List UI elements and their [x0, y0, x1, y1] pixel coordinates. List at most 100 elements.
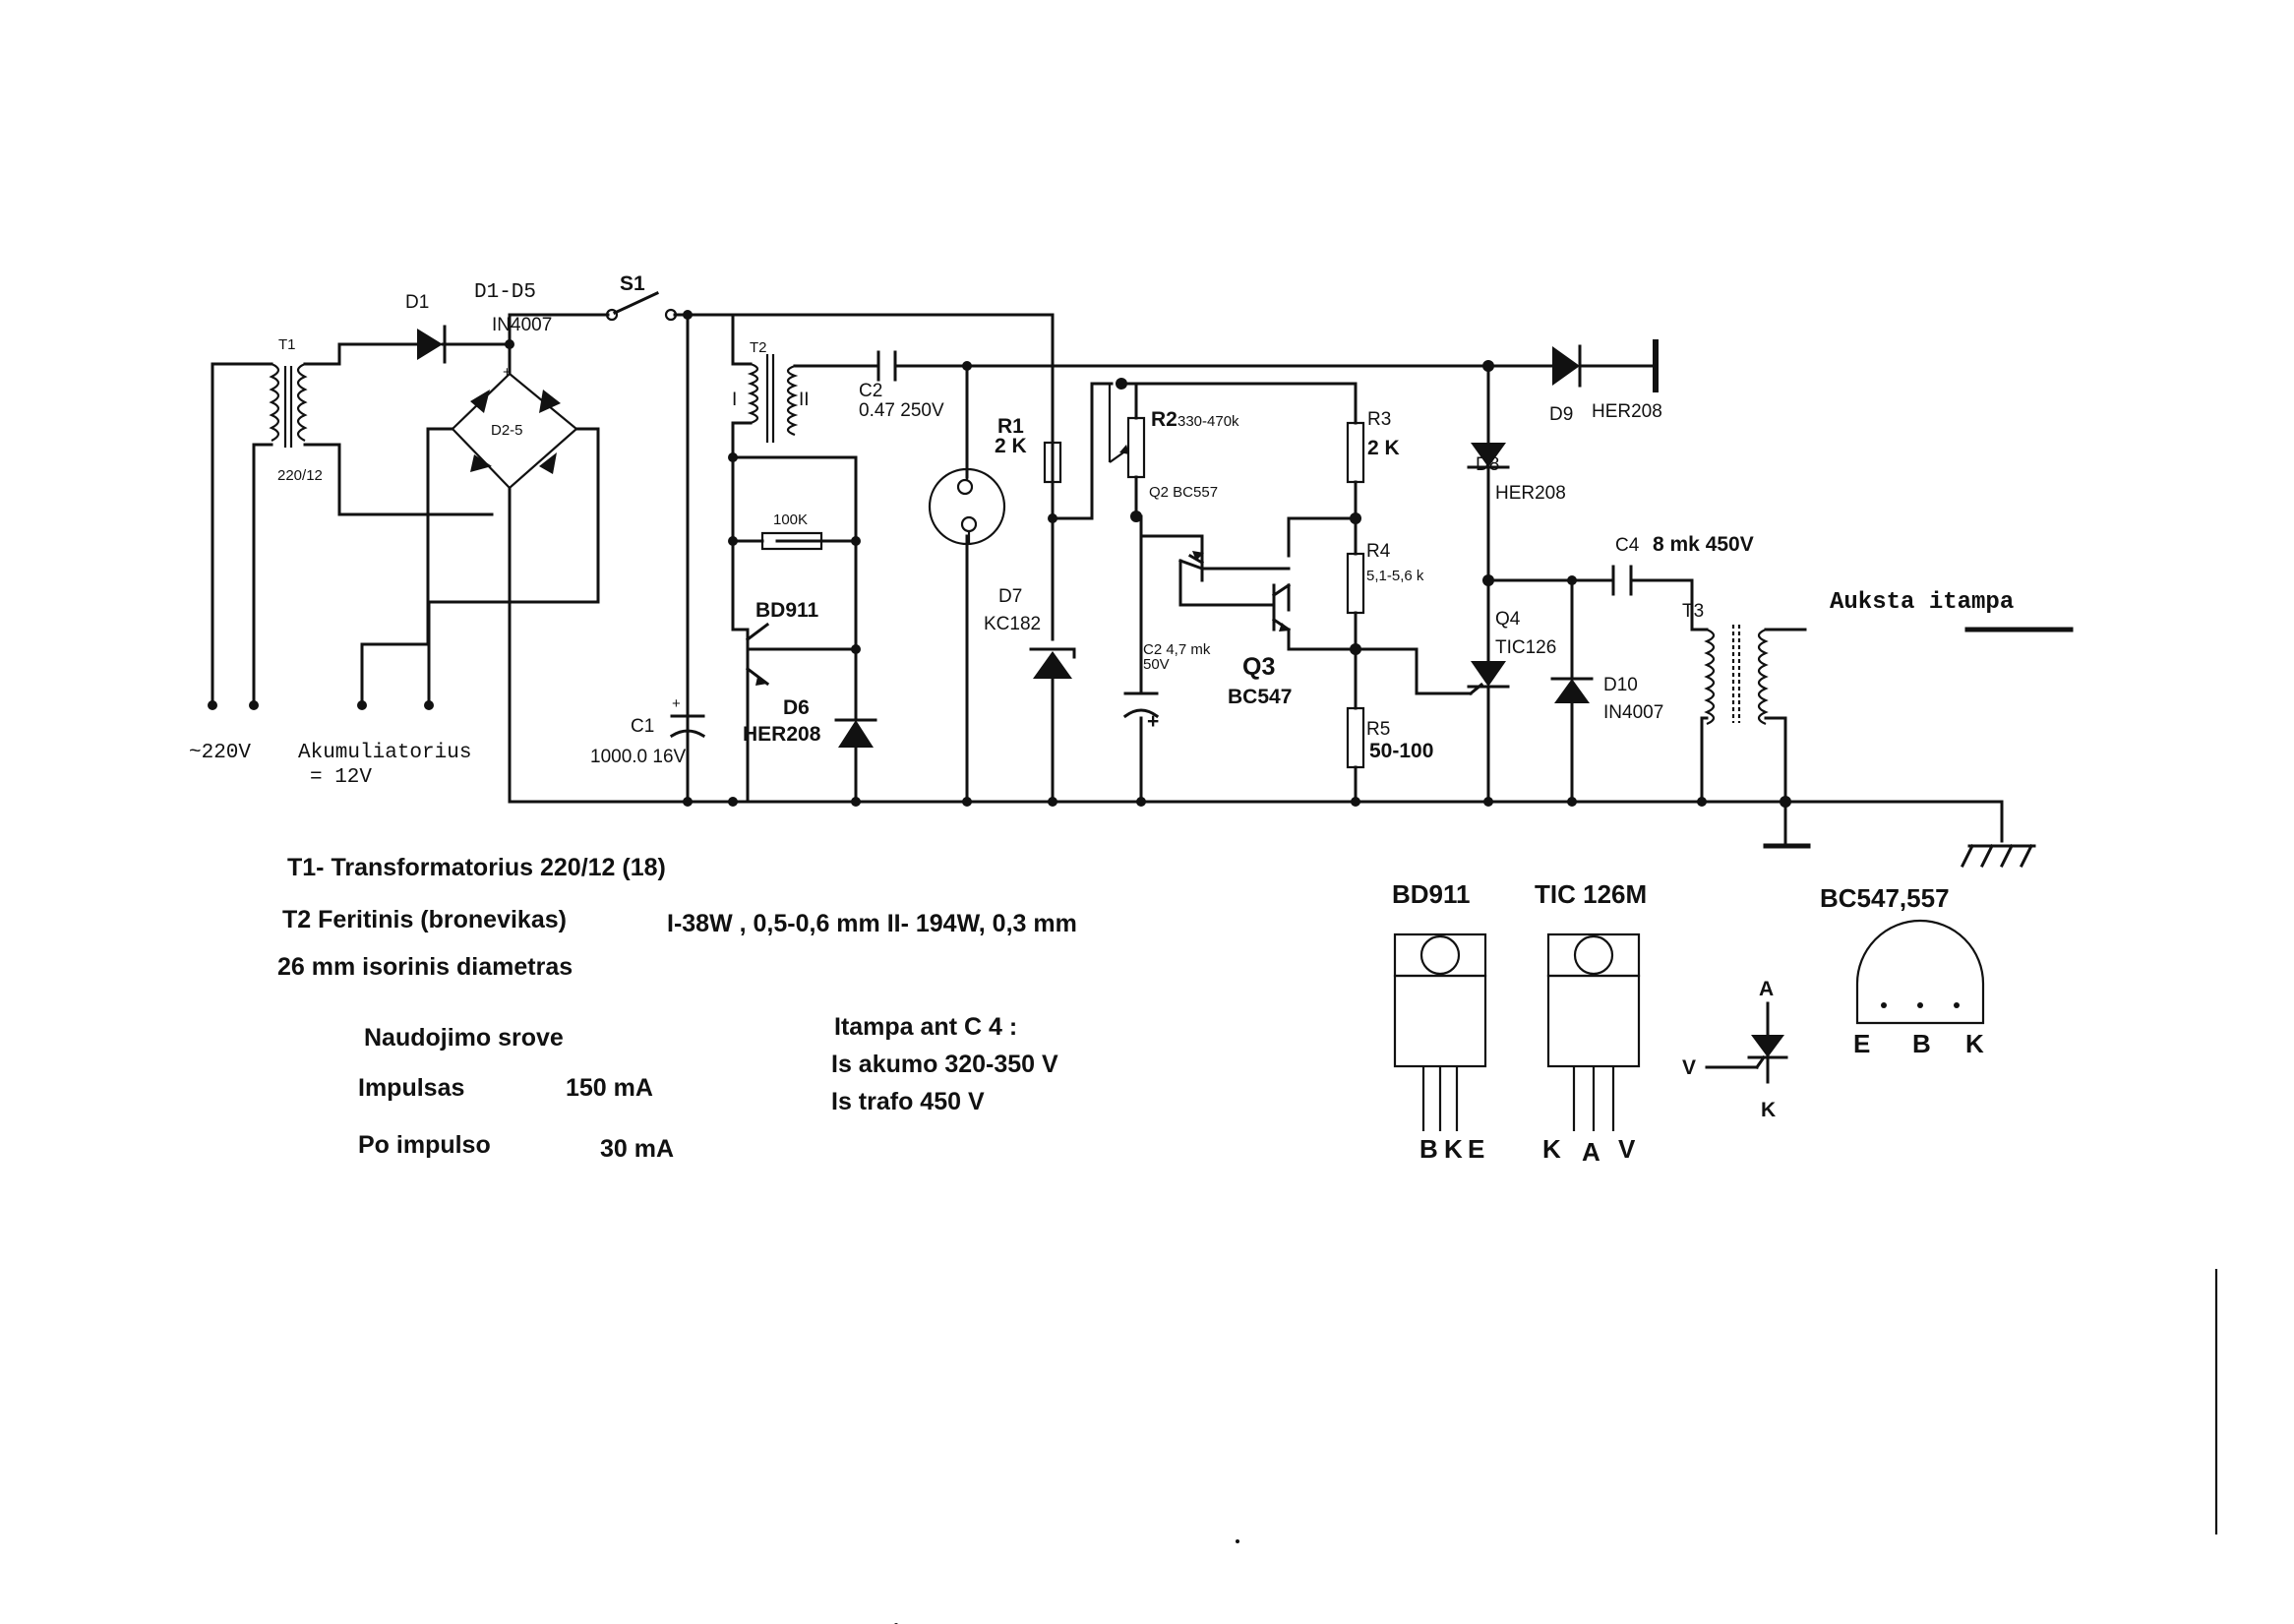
label-q4: Q4	[1495, 609, 1521, 630]
label-battery: Akumuliatorius	[298, 742, 471, 764]
label-c4: C4	[1615, 535, 1640, 556]
label-r5: R5	[1366, 719, 1390, 740]
svg-text:BC547,557: BC547,557	[1820, 883, 1950, 913]
label-d7: D7	[998, 586, 1022, 607]
svg-text:BD911: BD911	[1392, 879, 1471, 909]
label-s1: S1	[620, 272, 645, 295]
r1-resistor	[1043, 441, 1062, 484]
label-c2b: C2 4,7 mk	[1143, 641, 1211, 658]
label-r3-val: 2 K	[1367, 437, 1400, 459]
svg-text:E: E	[1468, 1134, 1484, 1164]
r4-resistor	[1346, 552, 1365, 615]
label-q3-type: BC547	[1228, 686, 1292, 708]
pinout-tic126m: TIC 126M K A V	[1535, 879, 1647, 1167]
c4-capacitor	[1611, 565, 1633, 596]
label-c2: C2	[859, 381, 882, 401]
svg-text:K: K	[1542, 1134, 1561, 1164]
label-c4-val: 8 mk 450V	[1653, 533, 1754, 556]
label-t2: T2	[750, 339, 767, 356]
q2-transistor	[1178, 545, 1205, 582]
c2-capacitor	[876, 350, 897, 382]
d8-diode	[1467, 443, 1510, 469]
svg-text:B: B	[1419, 1134, 1438, 1164]
svg-text:A: A	[1582, 1137, 1600, 1167]
label-r5-val: 50-100	[1369, 740, 1433, 762]
note-c4-title: Itampa ant C 4 :	[834, 1013, 1017, 1041]
label-d6: D6	[783, 696, 810, 719]
label-c2-val: 0.47 250V	[859, 400, 944, 421]
svg-text:E: E	[1853, 1029, 1870, 1058]
note-diameter: 26 mm isorinis diametras	[277, 953, 573, 981]
label-r4-val: 5,1-5,6 k	[1366, 568, 1424, 584]
d9-diode	[1552, 344, 1658, 388]
svg-text:B: B	[1912, 1029, 1931, 1058]
label-r2-val: 330-470k	[1177, 413, 1239, 430]
svg-text:K: K	[1444, 1134, 1463, 1164]
r3-resistor	[1346, 421, 1365, 484]
label-battery-v: = 12V	[310, 766, 372, 789]
d6-diode	[834, 706, 877, 748]
note-t2: T2 Feritinis (bronevikas)	[282, 906, 567, 933]
d7-zener	[1029, 647, 1076, 679]
s1-switch	[605, 291, 678, 322]
t1-transformer	[269, 362, 308, 448]
label-t2-w2: II	[799, 390, 810, 410]
note-t1: T1- Transformatorius 220/12 (18)	[287, 854, 666, 881]
wires	[211, 313, 2074, 846]
scan-artifacts	[894, 1269, 2218, 1624]
note-after-pulse: Po impulso	[358, 1131, 491, 1159]
label-t3: T3	[1682, 601, 1704, 622]
pinout-bd911: BD911 B K E	[1392, 879, 1487, 1164]
label-q3: Q3	[1242, 653, 1275, 681]
c1-capacitor	[669, 696, 706, 739]
bd911-transistor	[745, 622, 770, 687]
label-d6-type: HER208	[743, 723, 821, 746]
neon-lamp	[928, 467, 1006, 546]
r-100k-resistor	[760, 531, 858, 551]
d1-diode	[384, 325, 447, 364]
label-100k: 100K	[773, 511, 808, 528]
label-r4: R4	[1366, 541, 1391, 562]
label-c2b-v: 50V	[1143, 656, 1170, 673]
note-pulse-val: 150 mA	[566, 1074, 653, 1102]
bridge-rectifier	[451, 372, 578, 490]
label-q2: Q2 BC557	[1149, 484, 1218, 501]
svg-text:K: K	[1965, 1029, 1984, 1058]
label-in4007-top: IN4007	[492, 315, 552, 335]
note-current-title: Naudojimo srove	[364, 1024, 564, 1052]
note-after-pulse-val: 30 mA	[600, 1135, 674, 1163]
label-c1: C1	[631, 716, 654, 737]
label-hv: Auksta itampa	[1830, 589, 2014, 616]
label-d7-type: KC182	[984, 614, 1041, 634]
svg-text:V: V	[1618, 1134, 1636, 1164]
label-d1: D1	[405, 292, 429, 313]
d10-diode	[1550, 677, 1594, 703]
label-r1-val: 2 K	[995, 435, 1027, 457]
label-t1-ratio: 220/12	[277, 467, 323, 484]
svg-text:TIC 126M: TIC 126M	[1535, 879, 1647, 909]
svg-text:+: +	[503, 364, 512, 381]
t2-transformer	[747, 354, 799, 443]
notes: T1- Transformatorius 220/12 (18) T2 Feri…	[277, 854, 1077, 1163]
component-labels: T1 220/12 D1 D1-D5 IN4007 S1 D2-5 + ~220…	[189, 272, 2014, 789]
svg-text:A: A	[1759, 978, 1774, 1000]
label-mains: ~220V	[189, 742, 251, 764]
label-r3: R3	[1367, 409, 1391, 430]
q3-transistor	[1271, 582, 1292, 632]
label-d1-d5: D1-D5	[474, 281, 536, 304]
label-d9-type: HER208	[1592, 401, 1662, 422]
label-d9: D9	[1549, 404, 1573, 425]
label-r2: R2	[1151, 408, 1177, 431]
svg-text:+: +	[672, 695, 681, 712]
note-c4-akumo: Is akumo 320-350 V	[831, 1051, 1058, 1078]
label-d2-5: D2-5	[491, 422, 523, 439]
label-bd911: BD911	[755, 599, 819, 622]
label-d10: D10	[1603, 675, 1638, 695]
c2-electrolytic	[1122, 692, 1160, 719]
note-c4-trafo: Is trafo 450 V	[831, 1088, 985, 1115]
svg-text:V: V	[1682, 1056, 1696, 1079]
note-pulse: Impulsas	[358, 1074, 464, 1102]
junctions	[208, 310, 1791, 808]
pinout-bc547: BC547,557 E B K	[1820, 883, 1985, 1058]
